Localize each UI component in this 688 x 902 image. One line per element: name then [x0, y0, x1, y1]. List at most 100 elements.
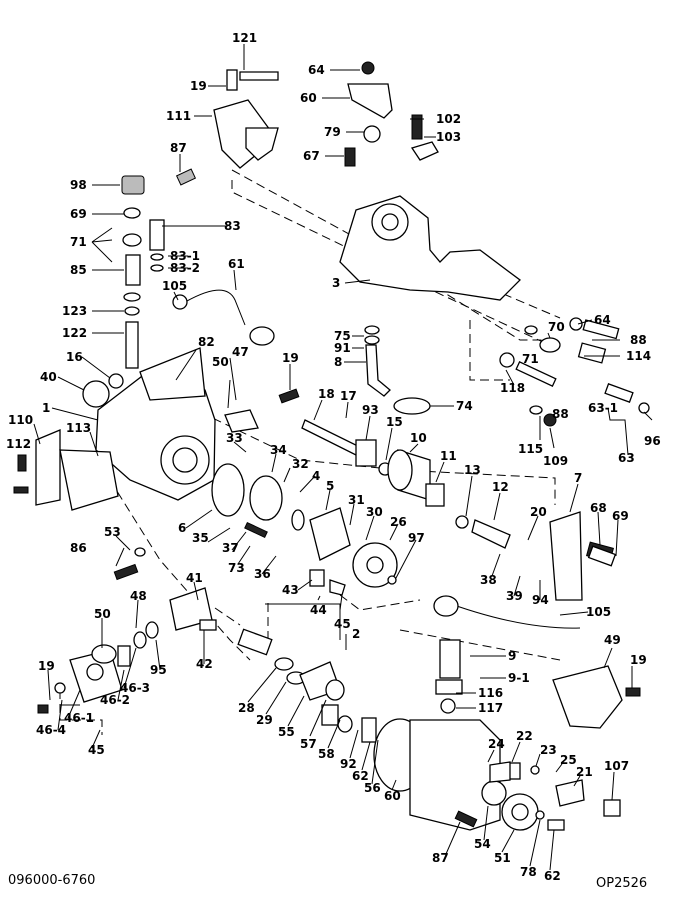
callout-55: 55	[278, 725, 295, 739]
callout-63: 63	[618, 451, 635, 465]
drawing-code-label: OP2526	[596, 876, 647, 891]
callout-69: 69	[70, 207, 87, 221]
callout-28: 28	[238, 701, 255, 715]
callout-48: 48	[130, 589, 147, 603]
callout-112: 112	[6, 437, 31, 451]
callout-75: 75	[334, 329, 351, 343]
callout-1: 1	[42, 401, 50, 415]
callout-78: 78	[520, 865, 537, 879]
callout-46: 45	[88, 743, 105, 757]
callout-34: 34	[270, 443, 287, 457]
lower-assembly-parts	[37, 595, 641, 831]
callout-19b: 19	[282, 351, 299, 365]
callout-21: 21	[576, 765, 593, 779]
callout-37: 37	[222, 541, 239, 555]
callout-42: 42	[196, 657, 213, 671]
callout-46-2: 46-2	[100, 693, 130, 707]
callout-22: 22	[516, 729, 533, 743]
callout-7: 7	[574, 471, 582, 485]
callout-35: 35	[192, 531, 209, 545]
callout-114: 114	[626, 349, 651, 363]
callout-54: 54	[474, 837, 491, 851]
callout-105: 105	[162, 279, 187, 293]
callout-79: 79	[324, 125, 341, 139]
callout-44: 44	[310, 603, 327, 617]
callout-43: 43	[282, 583, 299, 597]
callout-36: 36	[254, 567, 271, 581]
callout-23: 23	[540, 743, 557, 757]
callout-64b: 64	[594, 313, 611, 327]
callout-58: 58	[318, 747, 335, 761]
callout-29: 29	[256, 713, 273, 727]
callout-19c: 19	[630, 653, 647, 667]
callout-122: 122	[62, 326, 87, 340]
callout-121: 121	[232, 31, 257, 45]
callout-51: 51	[494, 851, 511, 865]
callout-71b: 71	[522, 352, 539, 366]
callout-62: 62	[352, 769, 369, 783]
callout-69b: 69	[612, 509, 629, 523]
callout-68: 68	[590, 501, 607, 515]
callout-12: 12	[492, 480, 509, 494]
callout-91: 91	[334, 341, 351, 355]
callout-33: 33	[226, 431, 243, 445]
callout-92: 92	[340, 757, 357, 771]
callout-50b: 50	[94, 607, 111, 621]
callout-117: 117	[478, 701, 503, 715]
callout-46-1: 46-1	[64, 711, 94, 725]
callout-73: 73	[228, 561, 245, 575]
callout-113: 113	[66, 421, 91, 435]
callout-110: 110	[8, 413, 33, 427]
callout-97: 97	[408, 531, 425, 545]
callout-3: 3	[332, 276, 340, 290]
callout-24: 24	[488, 737, 505, 751]
callout-94: 94	[532, 593, 549, 607]
right-side-parts	[364, 317, 650, 567]
callout-5: 5	[326, 479, 334, 493]
callout-103: 103	[436, 130, 461, 144]
callout-57: 57	[300, 737, 317, 751]
callout-62b: 62	[544, 869, 561, 883]
callout-85: 85	[70, 263, 87, 277]
top-linkage-parts	[175, 61, 521, 301]
callout-53: 53	[104, 525, 121, 539]
callout-18: 18	[318, 387, 335, 401]
callout-60b: 60	[384, 789, 401, 803]
callout-70: 70	[548, 320, 565, 334]
callout-87b: 87	[432, 851, 449, 865]
callout-116: 116	[478, 686, 503, 700]
callout-74: 74	[456, 399, 473, 413]
callout-31: 31	[348, 493, 365, 507]
callout-38: 38	[480, 573, 497, 587]
callout-19d: 19	[38, 659, 55, 673]
callout-8: 8	[334, 355, 342, 369]
callout-60: 60	[300, 91, 317, 105]
callout-67: 67	[303, 149, 320, 163]
callout-115: 115	[518, 442, 543, 456]
callout-41: 41	[186, 571, 203, 585]
callout-105b: 105	[586, 605, 611, 619]
callout-47: 47	[232, 345, 249, 359]
callout-6: 6	[178, 521, 186, 535]
callout-25: 25	[560, 753, 577, 767]
callout-30: 30	[366, 505, 383, 519]
callout-labels: 121 19 111 87 98 69 71 85 123 122 16 40 …	[6, 31, 661, 883]
callout-56: 56	[364, 781, 381, 795]
callout-13: 13	[464, 463, 481, 477]
callout-40: 40	[40, 370, 57, 384]
callout-83: 83	[224, 219, 241, 233]
callout-88b: 88	[552, 407, 569, 421]
callout-39: 39	[506, 589, 523, 603]
callout-46-4: 46-4	[36, 723, 66, 737]
callout-88: 88	[630, 333, 647, 347]
callout-15: 15	[386, 415, 403, 429]
callout-83-2: 83-2	[170, 261, 200, 275]
callout-50: 50	[212, 355, 229, 369]
callout-4: 4	[312, 469, 320, 483]
callout-46-3: 46-3	[120, 681, 150, 695]
callout-87: 87	[170, 141, 187, 155]
callout-82: 82	[198, 335, 215, 349]
callout-64: 64	[308, 63, 325, 77]
